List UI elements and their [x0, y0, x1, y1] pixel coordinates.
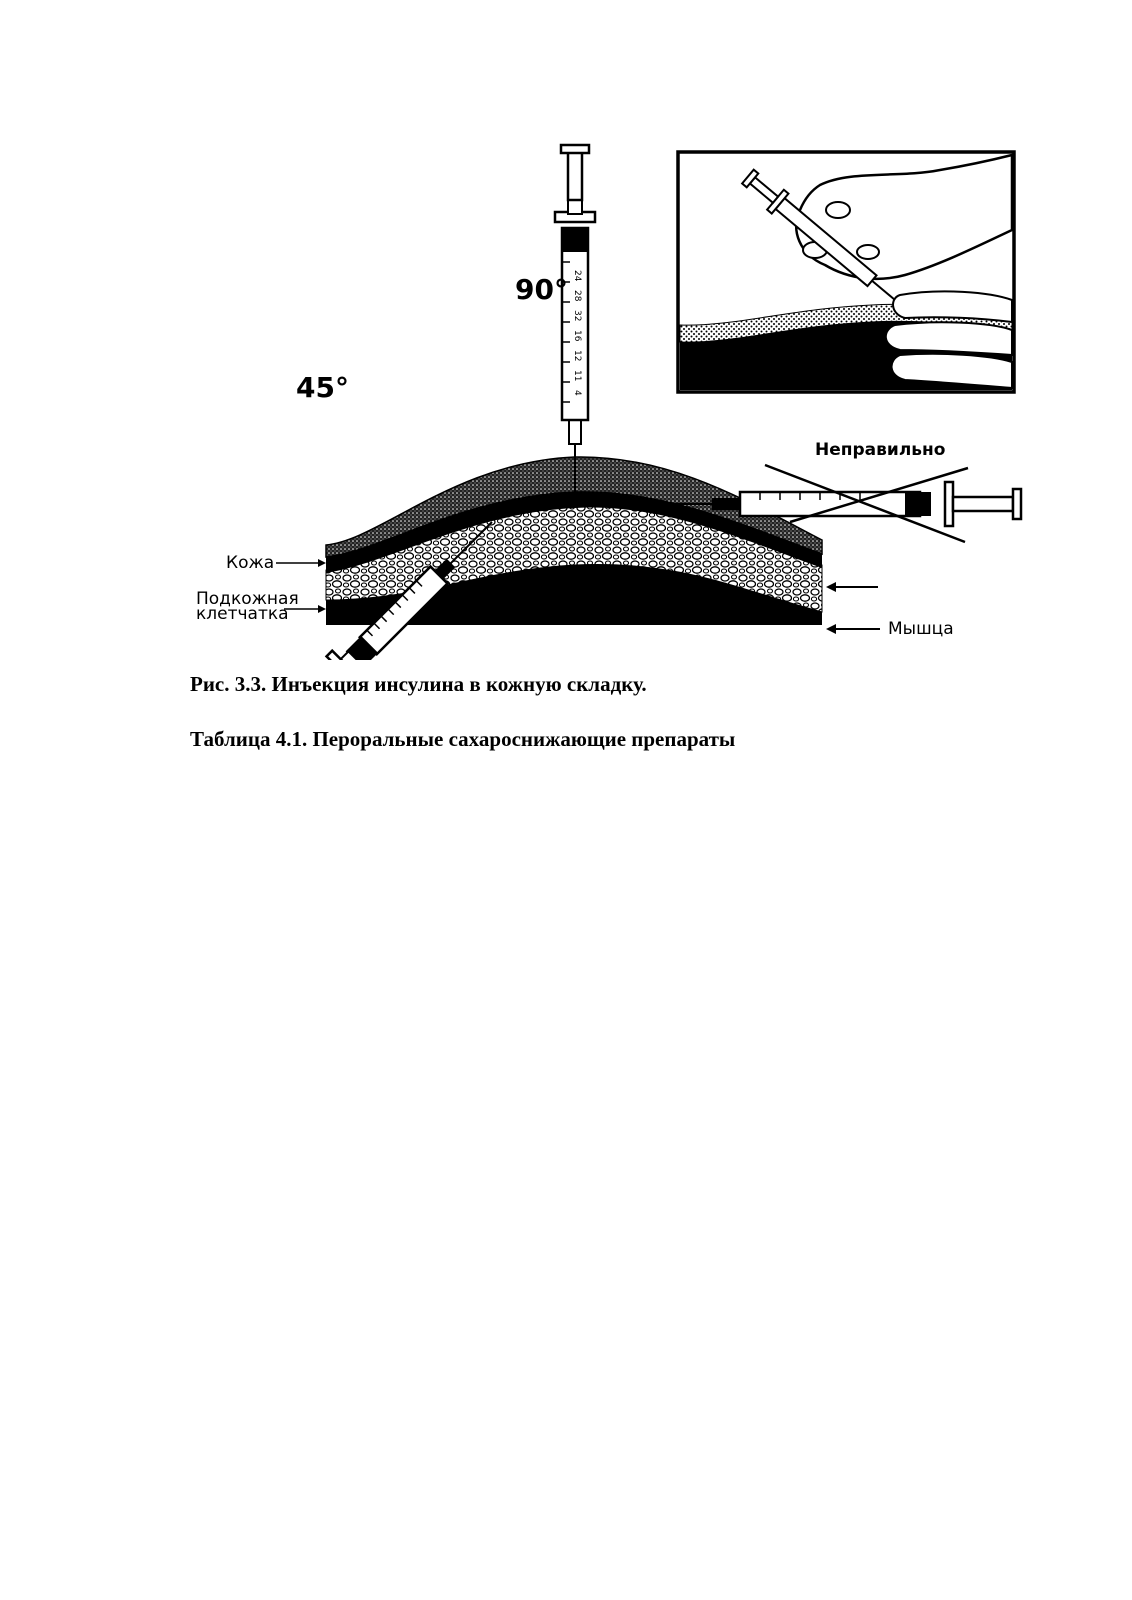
muscle-label: Мышца: [888, 619, 954, 639]
syringe-scale-mark: 16: [572, 330, 582, 342]
figure-caption: Рис. 3.3. Инъекция инсулина в кожную скл…: [190, 672, 647, 697]
syringe-90: 24 28 32 16 12 11 4: [555, 145, 595, 505]
syringe-scale-mark: 11: [572, 370, 582, 381]
syringe-scale-mark: 32: [572, 310, 582, 321]
syringe-scale-mark: 24: [572, 270, 582, 282]
angle-90-label: 90°: [515, 273, 568, 306]
angle-45-label: 45°: [296, 371, 349, 404]
table-caption: Таблица 4.1. Пероральные сахароснижающие…: [190, 727, 735, 752]
syringe-scale-mark: 4: [572, 390, 582, 396]
syringe-scale-mark: 12: [572, 350, 582, 361]
syringe-scale-mark: 28: [572, 290, 582, 302]
injection-figure: 24 28 32 16 12 11 4: [0, 0, 1132, 660]
skin-label: Кожа: [226, 553, 274, 573]
inset-illustration: [678, 152, 1014, 392]
subcutaneous-label-2: клетчатка: [196, 604, 289, 624]
wrong-label: Неправильно: [815, 440, 945, 460]
